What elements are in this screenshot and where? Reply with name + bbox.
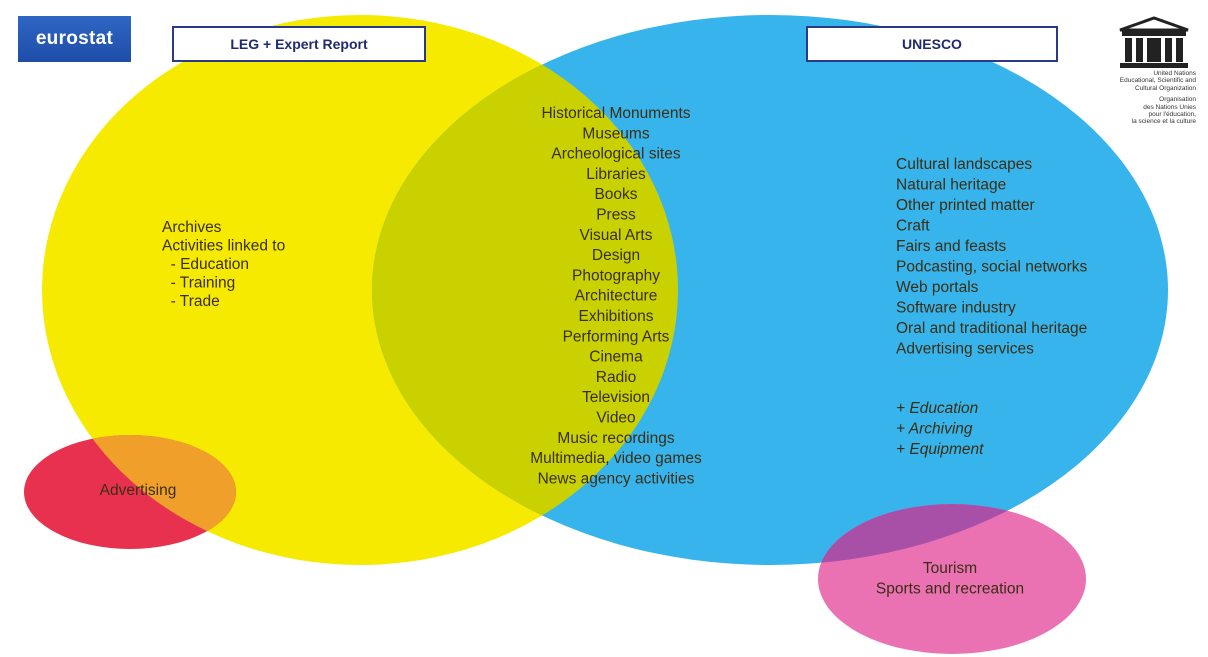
caption-line: la science et la culture [1131,118,1196,126]
overlap-region [372,15,678,565]
shared-item: Libraries [586,166,646,183]
caption-line: Educational, Scientific and [1119,77,1196,85]
tourism-item: Sports and recreation [876,581,1024,598]
caption-line: Cultural Organization [1134,84,1196,92]
leg-header: LEG + Expert Report [172,26,426,62]
caption-line: pour l'éducation, [1148,111,1197,119]
unesco-item: Oral and traditional heritage [896,320,1087,337]
shared-item: Architecture [575,288,658,305]
shared-item: Press [596,207,636,224]
unesco-header: UNESCO [806,26,1058,62]
eurostat-logo: eurostat [18,16,131,62]
shared-item: Music recordings [557,430,674,447]
leg-item: Archives [162,219,222,236]
caption-line: United Nations [1153,70,1196,77]
shared-item: Multimedia, video games [530,450,702,467]
leg-item: Activities linked to [162,238,285,255]
leg-item: - Education [162,256,249,273]
shared-item: Museums [582,125,649,142]
unesco-item: Other printed matter [896,197,1035,214]
unesco-item: Advertising services [896,341,1034,358]
shared-item: Exhibitions [579,308,654,325]
unesco-item: Craft [896,218,930,235]
unesco-extra-item: + Education [896,400,978,417]
leg-item: - Training [162,275,235,292]
shared-item: Performing Arts [563,328,670,345]
unesco-extra-item: + Equipment [896,441,984,458]
shared-item: Video [596,410,635,427]
unesco-extra-item: + Archiving [896,421,973,438]
shared-item: Cinema [589,349,643,366]
leg-item: - Trade [162,293,220,310]
shared-item: Books [594,186,637,203]
unesco-item: Podcasting, social networks [896,259,1088,276]
tourism-item: Tourism [923,560,977,577]
advertising-label: Advertising [100,482,177,499]
caption-line: Organisation [1159,96,1196,104]
shared-item: Design [592,247,640,264]
shared-item: Archeological sites [551,146,680,163]
shared-item: Photography [572,267,660,284]
caption-line: des Nations Unies [1143,103,1196,111]
unesco-item: Fairs and feasts [896,238,1007,255]
unesco-temple-logo [1119,16,1189,68]
shared-list: Historical MonumentsMuseumsArcheological… [530,105,702,487]
unesco-item: Web portals [896,279,979,296]
shared-item: Television [582,389,650,406]
shared-item: Visual Arts [580,227,653,244]
shared-item: Radio [596,369,637,386]
shared-item: News agency activities [538,470,695,487]
shared-item: Historical Monuments [541,105,690,122]
unesco-item: Natural heritage [896,177,1006,194]
unesco-extras-list: + Education + Archiving + Equipment [896,400,984,458]
unesco-item: Software industry [896,300,1016,317]
unesco-item: Cultural landscapes [896,156,1032,173]
